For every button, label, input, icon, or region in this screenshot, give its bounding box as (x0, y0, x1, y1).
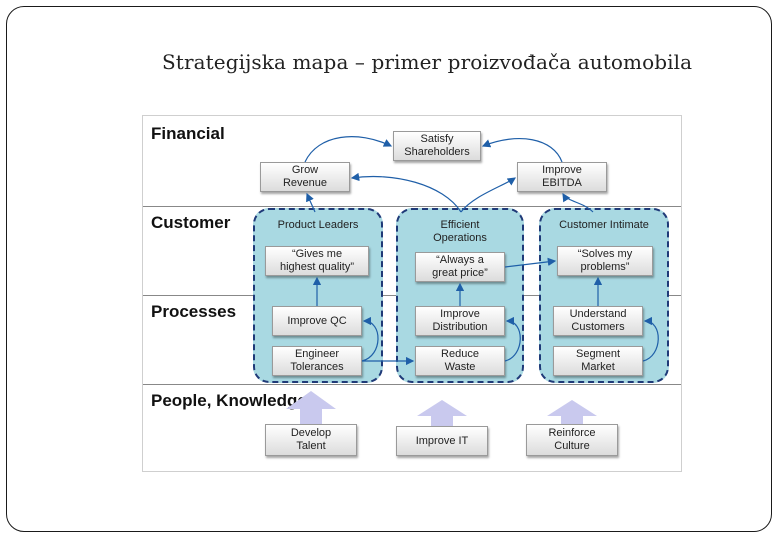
node-grow-revenue: Grow Revenue (260, 162, 350, 192)
arrow-product-leaders-to-grow-revenue (306, 192, 316, 213)
band-label-customer: Customer (151, 213, 231, 232)
node-satisfy-shareholders: Satisfy Shareholders (393, 131, 481, 161)
arrow-customer-intimate-to-ebitda (562, 192, 594, 213)
slide-title: Strategijska mapa – primer proizvođača a… (162, 50, 693, 74)
node-improve-ebitda: Improve EBITDA (517, 162, 607, 192)
up-arrow-reinforce-culture (547, 400, 597, 436)
arrow-engineer-to-qc (361, 316, 379, 362)
band-divider-financial-customer (143, 206, 681, 207)
band-label-financial: Financial (151, 124, 225, 143)
node-improve-qc: Improve QC (272, 306, 362, 336)
arrow-efficient-ops-to-grow-revenue (350, 172, 462, 213)
node-always-a-great-price: “Always a great price” (415, 252, 505, 282)
node-gives-me-highest-quality: “Gives me highest quality” (265, 246, 369, 276)
band-divider-processes-people (143, 384, 681, 385)
connector-arrows (304, 136, 659, 366)
band-label-people-knowledge: People, Knowledge (151, 391, 307, 410)
node-improve-it: Improve IT (396, 426, 488, 456)
column-title-product-leaders: Product Leaders (277, 219, 359, 231)
node-reinforce-culture: Reinforce Culture (526, 424, 618, 456)
up-arrow-improve-it (417, 400, 467, 436)
node-develop-talent: Develop Talent (265, 424, 357, 456)
arrow-ebitda-to-shareholders (481, 138, 563, 163)
arrow-efficient-ops-to-ebitda (460, 177, 516, 213)
node-improve-distribution: Improve Distribution (415, 306, 505, 336)
up-arrow-develop-talent (286, 391, 336, 433)
node-solves-my-problems: “Solves my problems” (557, 246, 653, 276)
arrow-waste-to-distribution (504, 316, 521, 362)
arrow-segment-to-understand (642, 316, 659, 362)
column-title-customer-intimate: Customer Intimate (559, 219, 649, 231)
node-understand-customers: Understand Customers (553, 306, 643, 336)
node-segment-market: Segment Market (553, 346, 643, 376)
node-reduce-waste: Reduce Waste (415, 346, 505, 376)
column-title-efficient-operations: Efficient Operations (433, 219, 487, 244)
strategy-map-diagram: Financial Customer Processes People, Kno… (142, 115, 682, 472)
band-label-processes: Processes (151, 302, 237, 321)
arrow-grow-revenue-to-shareholders (304, 136, 393, 163)
arrow-price-to-solves (504, 257, 557, 268)
node-engineer-tolerances: Engineer Tolerances (272, 346, 362, 376)
